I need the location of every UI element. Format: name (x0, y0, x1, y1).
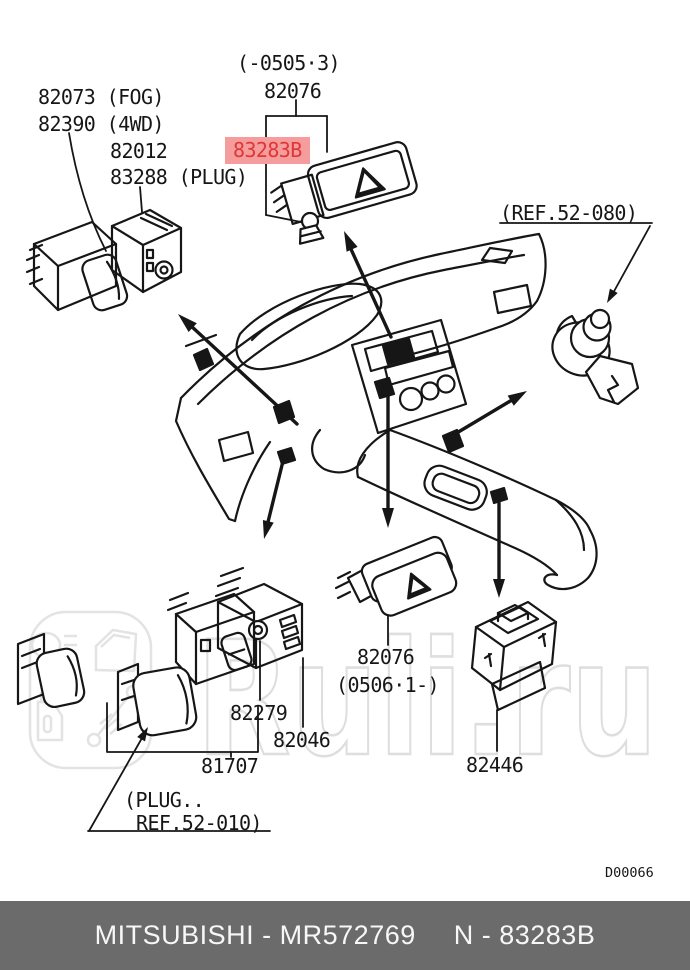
label-date-range-bottom: (0506·1-) (336, 673, 440, 697)
label-82076-bottom: 82076 (357, 645, 415, 669)
footer-brand-part: MITSUBISHI - MR572769 (94, 920, 416, 950)
label-ref-52-080: (REF.52-080) (500, 201, 638, 225)
arrow-heads (178, 231, 527, 598)
label-82012: 82012 (110, 139, 168, 163)
label-82390-4wd: 82390 (4WD) (38, 112, 164, 136)
footer-catalog-number: N - 83283B (453, 920, 596, 950)
leader-lines (68, 99, 653, 832)
part-hazard-switch-bottom (334, 535, 458, 617)
part-hazard-switch-top (270, 141, 418, 245)
reference-arrow-heads (137, 288, 618, 742)
label-82046: 82046 (273, 728, 331, 752)
dashboard-drawing (174, 232, 598, 591)
part-small-switch-left (16, 632, 86, 709)
label-82076-top: 82076 (264, 79, 322, 103)
label-plug-line2: REF.52-010) (136, 811, 262, 835)
label-82446: 82446 (466, 753, 524, 777)
part-82012-switch (110, 208, 183, 294)
part-81707-switch (116, 662, 198, 737)
reference-arrows (88, 225, 651, 832)
label-82279: 82279 (230, 701, 288, 725)
label-plug-line1: (PLUG.. (124, 788, 205, 812)
label-83283b-highlighted: 83283B (225, 137, 310, 164)
part-bulb-83283b (298, 211, 325, 245)
label-doc-code: D00066 (605, 865, 654, 881)
location-arrows (188, 245, 514, 583)
car-door-icon (94, 628, 138, 673)
part-fog-4wd-switch (25, 220, 129, 312)
diagram-art: Ruli.ru (16, 99, 659, 832)
label-82073-fog: 82073 (FOG) (38, 85, 164, 109)
footer-bar: MITSUBISHI - MR572769 N - 83283B (0, 901, 690, 970)
watermark-text: Ruli.ru (196, 608, 658, 792)
label-83288-plug: 83288 (PLUG) (110, 165, 248, 189)
shock-absorber-icon (86, 684, 141, 748)
label-date-range-top: (-0505·3) (237, 51, 341, 75)
part-82446-switch (470, 600, 558, 712)
label-81707: 81707 (201, 754, 259, 778)
part-cigarette-lighter (551, 308, 640, 406)
